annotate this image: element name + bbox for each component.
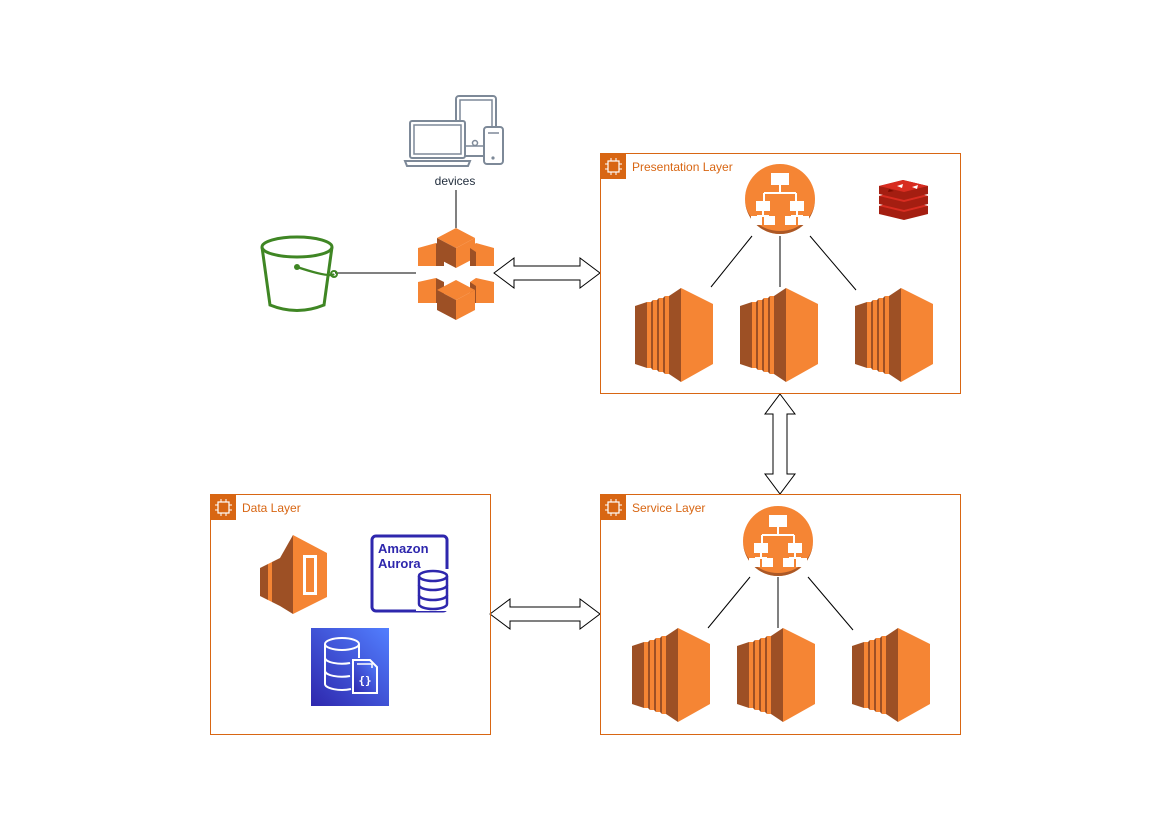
presentation-layer-group: Presentation Layer [600, 153, 961, 394]
aurora-label-line1: Amazon [378, 541, 429, 556]
service-layer-title: Service Layer [632, 501, 705, 515]
group-chip-icon [600, 153, 627, 180]
presentation-service-arrow [764, 393, 796, 495]
elb-ec2-line [807, 576, 854, 631]
ec2-instance-icon [855, 288, 933, 382]
elb-ec2-line [710, 235, 753, 288]
load-balancer-icon [742, 505, 814, 577]
group-chip-icon [600, 494, 627, 521]
redis-icon [879, 180, 928, 220]
devices-icon [403, 95, 504, 167]
devices-label: devices [435, 174, 476, 188]
cloudfront-presentation-arrow [493, 257, 601, 289]
ec2-instance-icon [852, 628, 930, 722]
data-layer-border [210, 494, 491, 735]
data-layer-group: Data Layer Amazon Aurora [210, 494, 491, 735]
elb-ec2-line [707, 576, 751, 629]
presentation-layer-title: Presentation Layer [632, 160, 733, 174]
aurora-icon: Amazon Aurora [370, 534, 449, 613]
cloudfront-icon [418, 228, 494, 320]
dynamodb-icon: {} [311, 628, 389, 706]
ec2-instance-icon [635, 288, 713, 382]
service-layer-border [600, 494, 961, 735]
ec2-instance-icon [740, 288, 818, 382]
presentation-layer-border [600, 153, 961, 394]
ec2-instance-icon [737, 628, 815, 722]
data-layer-title: Data Layer [242, 501, 301, 515]
svg-text:{}: {} [358, 674, 371, 687]
group-chip-icon [210, 494, 237, 521]
service-layer-group: Service Layer [600, 494, 961, 735]
elb-ec2-line [809, 235, 857, 291]
data-service-arrow [489, 598, 601, 630]
aurora-label-line2: Aurora [378, 556, 421, 571]
load-balancer-icon [744, 163, 816, 235]
lambda-icon [260, 535, 327, 614]
ec2-instance-icon [632, 628, 710, 722]
s3-bucket-icon [260, 235, 338, 312]
